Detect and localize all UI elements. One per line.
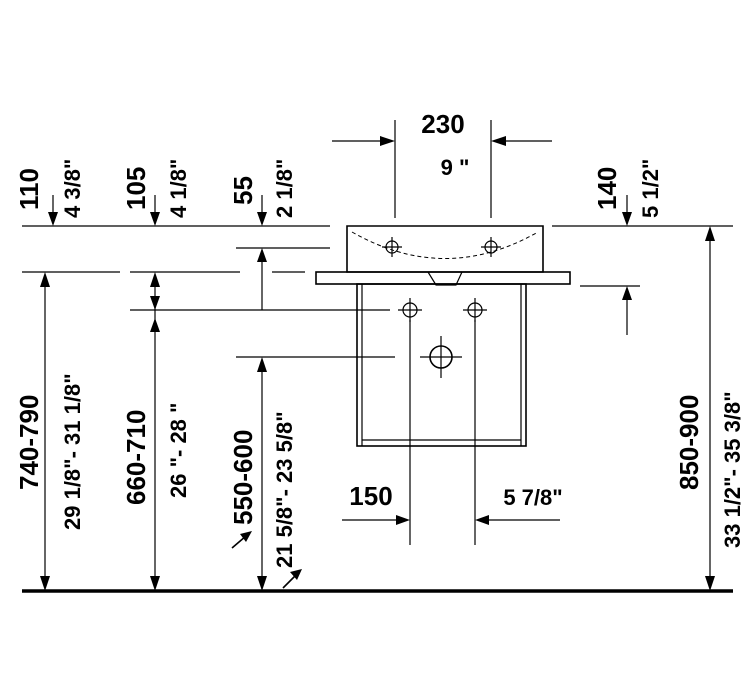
label-150-mm: 150 <box>349 481 392 511</box>
label-550-mm: 550-600 <box>228 430 258 525</box>
label-150-inch: 5 7/8" <box>503 485 562 510</box>
label-140-inch: 5 1/2" <box>638 159 663 218</box>
label-55-inch: 2 1/8" <box>272 159 297 218</box>
label-105-mm: 105 <box>121 167 151 210</box>
label-105-inch: 4 1/8" <box>166 159 191 218</box>
label-850-inch: 33 1/2"- 35 3/8" <box>720 391 745 548</box>
label-740-mm: 740-790 <box>14 395 44 490</box>
label-230-inch: 9 " <box>441 155 470 180</box>
dimension-labels: 230 9 " 110 4 3/8" 105 4 1/8" 55 2 1/8" … <box>14 109 745 568</box>
label-140-mm: 140 <box>592 167 622 210</box>
label-110-inch: 4 3/8" <box>60 159 85 218</box>
label-550-inch: 21 5/8"- 23 5/8" <box>272 411 297 568</box>
dimension-lines <box>40 136 715 591</box>
label-230-mm: 230 <box>421 109 464 139</box>
label-110-mm: 110 <box>14 168 44 210</box>
label-660-mm: 660-710 <box>121 410 151 505</box>
label-850-mm: 850-900 <box>674 395 704 490</box>
label-660-inch: 26 "- 28 " <box>166 403 191 498</box>
label-740-inch: 29 1/8"- 31 1/8" <box>60 373 85 530</box>
reference-lines <box>22 120 733 545</box>
vanity-cabinet <box>356 283 527 447</box>
label-55-mm: 55 <box>228 176 258 205</box>
basin <box>315 225 571 286</box>
